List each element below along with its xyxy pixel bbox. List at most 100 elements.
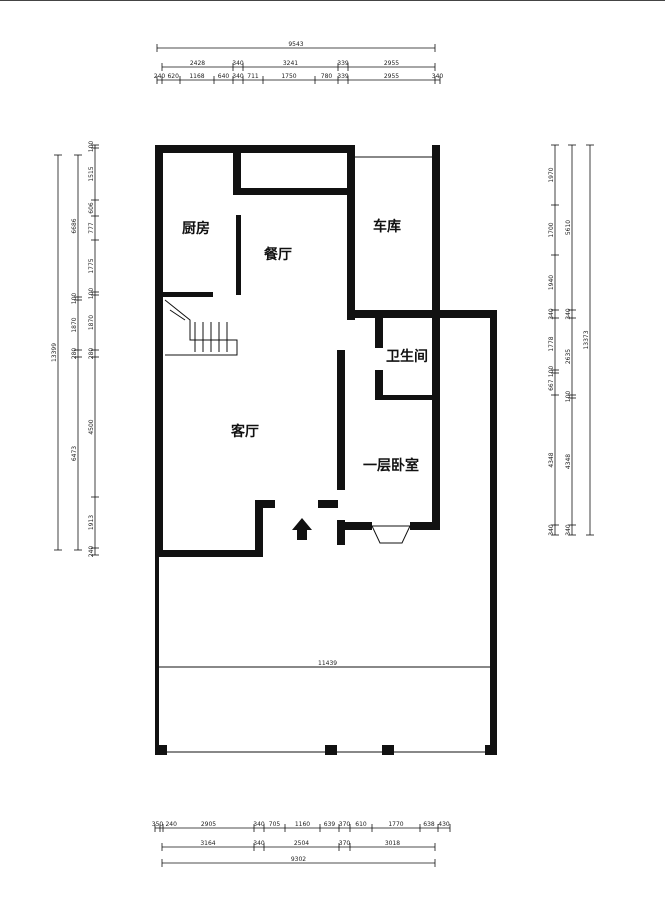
- dimension-label: 711: [247, 73, 259, 80]
- wall-yard-gate-l: [325, 745, 337, 755]
- bay-window: [371, 525, 411, 544]
- dimension-label: 3164: [200, 840, 215, 847]
- wall-yard-gate-r: [382, 745, 394, 755]
- dimension-label: 1700: [548, 222, 555, 237]
- wall-top: [155, 145, 355, 153]
- dimension-label: 780: [321, 73, 333, 80]
- dimension-label: 340: [565, 524, 572, 536]
- dimension-label: 638: [423, 821, 435, 828]
- wall-bedroom-bottom: [337, 522, 372, 530]
- dimension-label: 370: [339, 840, 351, 847]
- dimension-label: 240: [88, 546, 95, 558]
- dimension-label: 340: [565, 308, 572, 320]
- dimension-label: 100: [71, 293, 78, 305]
- dimension-label: 1770: [388, 821, 403, 828]
- dimension-label: 2905: [201, 821, 216, 828]
- dimension-label: 1160: [295, 821, 310, 828]
- dimension-label: 640: [218, 73, 230, 80]
- room-dining: 餐厅: [263, 246, 292, 263]
- dimension-label: 4348: [565, 454, 572, 469]
- dimension-label: 4500: [88, 419, 95, 434]
- dimension-label: 1913: [88, 515, 95, 530]
- top-border: [0, 0, 665, 1]
- room-living: 客厅: [230, 423, 259, 440]
- dimension-label: 1775: [88, 258, 95, 273]
- dimension-label: 606: [88, 202, 95, 214]
- dimension-label: 2428: [190, 60, 205, 67]
- dimension-label: 4348: [548, 452, 555, 467]
- wall-yard-bl: [155, 745, 167, 755]
- dimension-label: 610: [355, 821, 367, 828]
- dimension-label: 340: [253, 821, 265, 828]
- wall-left: [155, 145, 163, 557]
- window-bath: [432, 371, 440, 393]
- wall-garage-bottom: [347, 310, 497, 318]
- wall-bedroom-bottom-right: [410, 522, 440, 530]
- wall-bath-right: [432, 318, 440, 528]
- yard-width-label: 11439: [318, 660, 337, 667]
- wall-yard-left: [155, 555, 159, 750]
- dimension-label: 100: [548, 366, 555, 378]
- entry-arrow-icon: [292, 518, 312, 540]
- room-kitchen: 厨房: [182, 220, 210, 237]
- wall-garage-right: [432, 145, 440, 310]
- dimension-label: 2955: [384, 73, 399, 80]
- window-kitchen: [179, 145, 215, 153]
- staircase: [164, 299, 238, 356]
- dimension-label: 370: [339, 821, 351, 828]
- window-living: [169, 550, 256, 557]
- dimension-label: 1970: [548, 167, 555, 182]
- wall-living-bedroom: [337, 350, 345, 490]
- wall-bath-left: [375, 318, 383, 348]
- dimension-label: 1870: [71, 317, 78, 332]
- dimension-label: 340: [432, 73, 444, 80]
- dimension-label: 340: [232, 60, 244, 67]
- dimension-label: 9543: [288, 41, 303, 48]
- dimension-label: 240: [165, 821, 177, 828]
- dimension-label: 1870: [88, 315, 95, 330]
- dimension-label: 340: [232, 73, 244, 80]
- wall-garage-left: [347, 145, 355, 320]
- wall-stair-top: [163, 292, 213, 297]
- dimension-label: 280: [88, 348, 95, 360]
- dimension-label: 1778: [548, 336, 555, 351]
- wall-dining-top: [233, 188, 348, 195]
- dimension-label: 100: [88, 141, 95, 153]
- dimension-label: 2635: [565, 349, 572, 364]
- dimension-label: 705: [269, 821, 281, 828]
- dimension-label: 6686: [71, 218, 78, 233]
- dimension-label: 100: [88, 288, 95, 300]
- dimension-label: 3241: [283, 60, 298, 67]
- room-bathroom: 卫生间: [386, 348, 428, 365]
- dimension-label: 280: [71, 348, 78, 360]
- dimension-label: 777: [88, 222, 95, 234]
- dimension-label: 1750: [281, 73, 296, 80]
- wall-bath-bottom: [375, 395, 435, 400]
- dimension-label: 620: [167, 73, 179, 80]
- room-garage: 车库: [373, 218, 401, 235]
- dimension-label: 340: [548, 308, 555, 320]
- dimension-label: 340: [253, 840, 265, 847]
- dimension-label: 339: [337, 73, 349, 80]
- dimension-label: 13373: [583, 330, 590, 349]
- dimension-label: 2955: [384, 60, 399, 67]
- dimension-label: 240: [154, 73, 166, 80]
- dimension-label: 2504: [294, 840, 309, 847]
- wall-kitchen-dining: [233, 153, 241, 195]
- dimension-label: 430: [438, 821, 450, 828]
- wall-bedroom-left: [337, 520, 345, 545]
- walls: [155, 145, 497, 755]
- dimension-label: 639: [324, 821, 336, 828]
- window-garage: [432, 204, 440, 256]
- dimension-label: 3018: [385, 840, 400, 847]
- dimension-label: 667: [548, 379, 555, 391]
- dimension-label: 340: [548, 524, 555, 536]
- dimension-label: 339: [337, 60, 349, 67]
- dimension-label: 6473: [71, 446, 78, 461]
- dimension-label: 13399: [51, 343, 58, 362]
- dimension-label: 9302: [291, 856, 306, 863]
- window-dining: [262, 188, 316, 195]
- wall-yard-right: [490, 310, 497, 755]
